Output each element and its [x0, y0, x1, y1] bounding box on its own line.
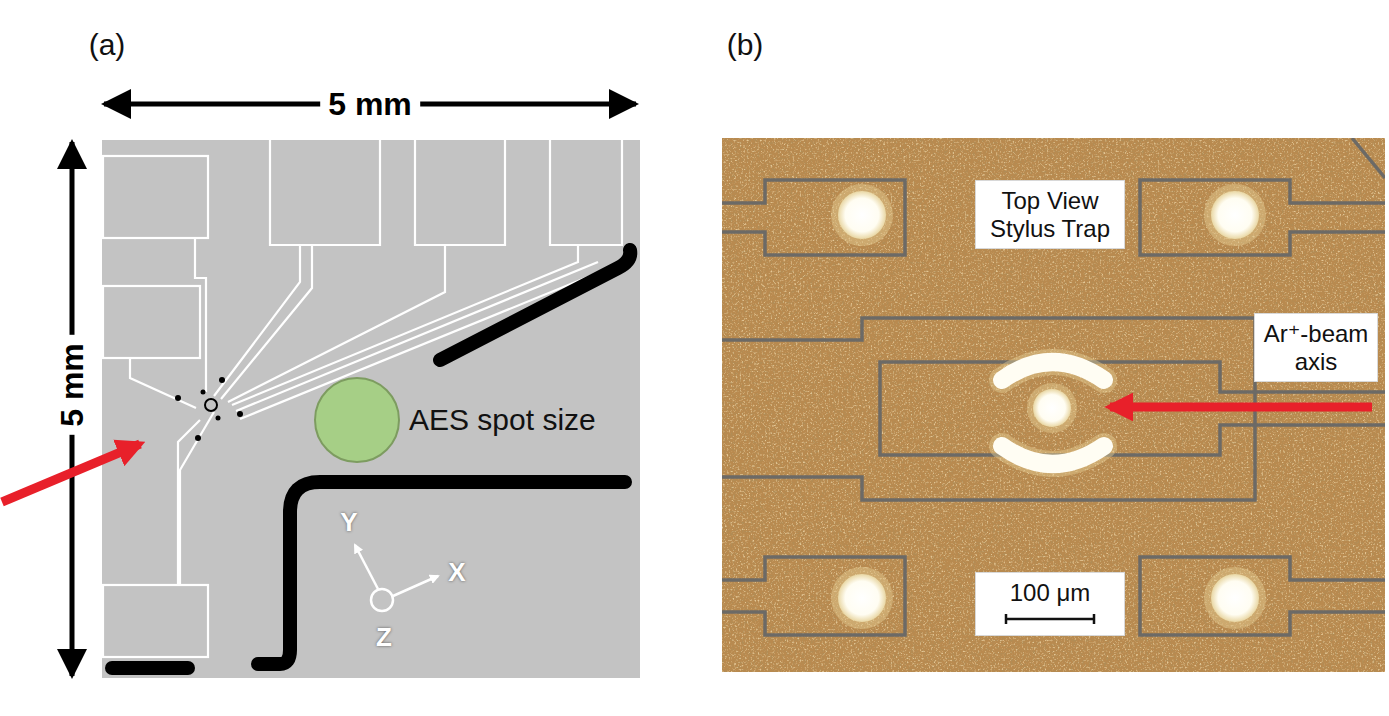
trap-disk — [1211, 191, 1259, 239]
beam-arrow — [2, 444, 140, 502]
trap-disk — [1002, 446, 1104, 464]
electrode-trace — [103, 140, 622, 657]
electrode-trace — [103, 585, 208, 657]
electrode-trace — [178, 420, 200, 585]
electrode-trace — [130, 358, 196, 408]
spot-circle — [315, 378, 399, 462]
electrode-trace — [214, 245, 300, 396]
trap-disk — [1002, 362, 1104, 380]
trap-electrodes — [216, 416, 221, 421]
electrode-trace — [180, 412, 214, 585]
axis-label: Y — [340, 509, 357, 535]
electrode-outline — [722, 180, 905, 255]
beam-arrow — [1110, 403, 1372, 412]
chip-substrate — [102, 140, 640, 678]
axis-label: X — [448, 559, 465, 585]
spot-circle — [313, 376, 401, 464]
chip-panel — [102, 140, 640, 678]
trap-disk — [1204, 184, 1266, 246]
mounting-clip — [112, 661, 188, 675]
micrograph — [722, 138, 1385, 672]
electrode-trace — [103, 156, 208, 238]
trap-electrodes — [195, 435, 201, 441]
electrode-trace — [415, 140, 505, 245]
electrode-trace — [240, 272, 600, 419]
scale-bar-box: 100 μm — [975, 572, 1125, 636]
box-label: Ar⁺-beam axis — [1261, 320, 1371, 375]
trap-electrodes — [205, 399, 217, 411]
electrode-trace — [550, 140, 622, 245]
trap-disk — [1033, 389, 1071, 427]
axis-arrows — [355, 545, 378, 589]
electrode-trace — [270, 140, 380, 245]
trap-disk — [1204, 567, 1266, 629]
micrograph — [722, 138, 1385, 672]
spot-size-circle: AES spot size — [313, 376, 401, 464]
trap-disk — [1002, 362, 1104, 380]
electrode-outline — [722, 557, 905, 635]
trap-electrodes — [219, 377, 225, 383]
electrode-trace — [221, 245, 312, 399]
trap-disk — [831, 567, 893, 629]
box-label: Top View Stylus Trap — [982, 187, 1118, 242]
mounting-clip — [112, 250, 630, 668]
axis-arrows — [393, 576, 438, 596]
panel-letter: (a) — [89, 30, 126, 60]
scale-bar — [1006, 614, 1094, 624]
dimension-label: 5 mm — [54, 335, 90, 435]
trap-disk — [838, 574, 886, 622]
electrode-trace — [236, 262, 598, 411]
electrode-trace — [103, 286, 200, 358]
electrode-outline — [1140, 180, 1385, 255]
label-box: Top View Stylus Trap — [975, 180, 1125, 249]
beam-arrow — [2, 407, 1372, 502]
trap-disk — [1027, 383, 1077, 433]
trap-electrodes — [175, 377, 243, 441]
micrograph — [722, 138, 1385, 672]
electrode-trace — [232, 245, 578, 405]
trap-disk — [838, 191, 886, 239]
mounting-clip — [440, 250, 630, 360]
scale-bar — [1000, 611, 1100, 627]
dimension-arrow — [72, 104, 636, 676]
panel-letter: (b) — [727, 30, 764, 60]
box-label: 100 μm — [982, 579, 1118, 607]
label-box: Ar⁺-beam axis — [1254, 313, 1378, 382]
axis-arrows — [355, 545, 438, 611]
electrode-outline — [1140, 557, 1385, 635]
trap-electrodes — [237, 411, 243, 417]
electrode-outline — [722, 138, 1385, 635]
trap-electrodes — [175, 395, 181, 401]
trap-disk — [1211, 574, 1259, 622]
spot-label: AES spot size — [409, 403, 596, 438]
electrode-outline — [1352, 138, 1385, 178]
trap-disk — [1002, 446, 1104, 464]
axis-arrows — [371, 589, 393, 611]
dimension-label: 5 mm — [320, 86, 420, 122]
axis-label: Z — [376, 624, 392, 650]
trap-electrodes — [201, 390, 206, 395]
micrograph — [722, 138, 1385, 672]
trap-disk — [831, 184, 893, 246]
mounting-clip — [258, 482, 625, 664]
